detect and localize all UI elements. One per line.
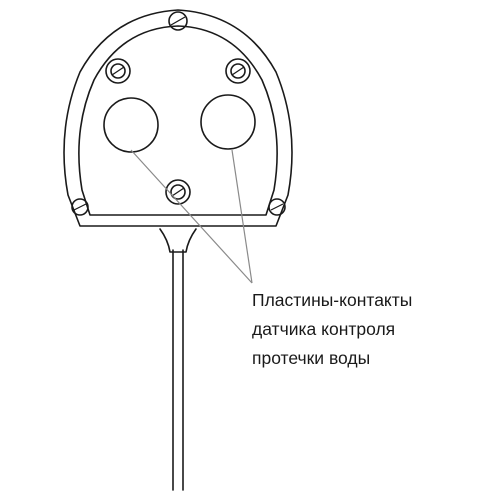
caption-line-2: датчика контроля <box>252 319 396 339</box>
screw-icon <box>165 179 191 205</box>
caption-line-1: Пластины-контакты <box>252 290 413 310</box>
sensor-housing-outer <box>63 9 293 227</box>
sensor-housing-inner <box>78 25 278 216</box>
sensor-cable <box>172 249 184 491</box>
contact-plate-left <box>103 97 159 153</box>
cable-grommet <box>159 228 197 253</box>
screw-icon <box>105 58 131 84</box>
caption-line-3: протечки воды <box>252 348 371 368</box>
screw-icon <box>268 198 286 216</box>
screw-icon <box>225 58 251 84</box>
contact-plate-right <box>200 94 256 150</box>
leader-lines <box>130 149 253 284</box>
screw-icon <box>168 11 188 31</box>
screw-icon <box>71 198 89 216</box>
contact-plates-label: Пластины-контакты датчика контроля проте… <box>252 286 492 373</box>
